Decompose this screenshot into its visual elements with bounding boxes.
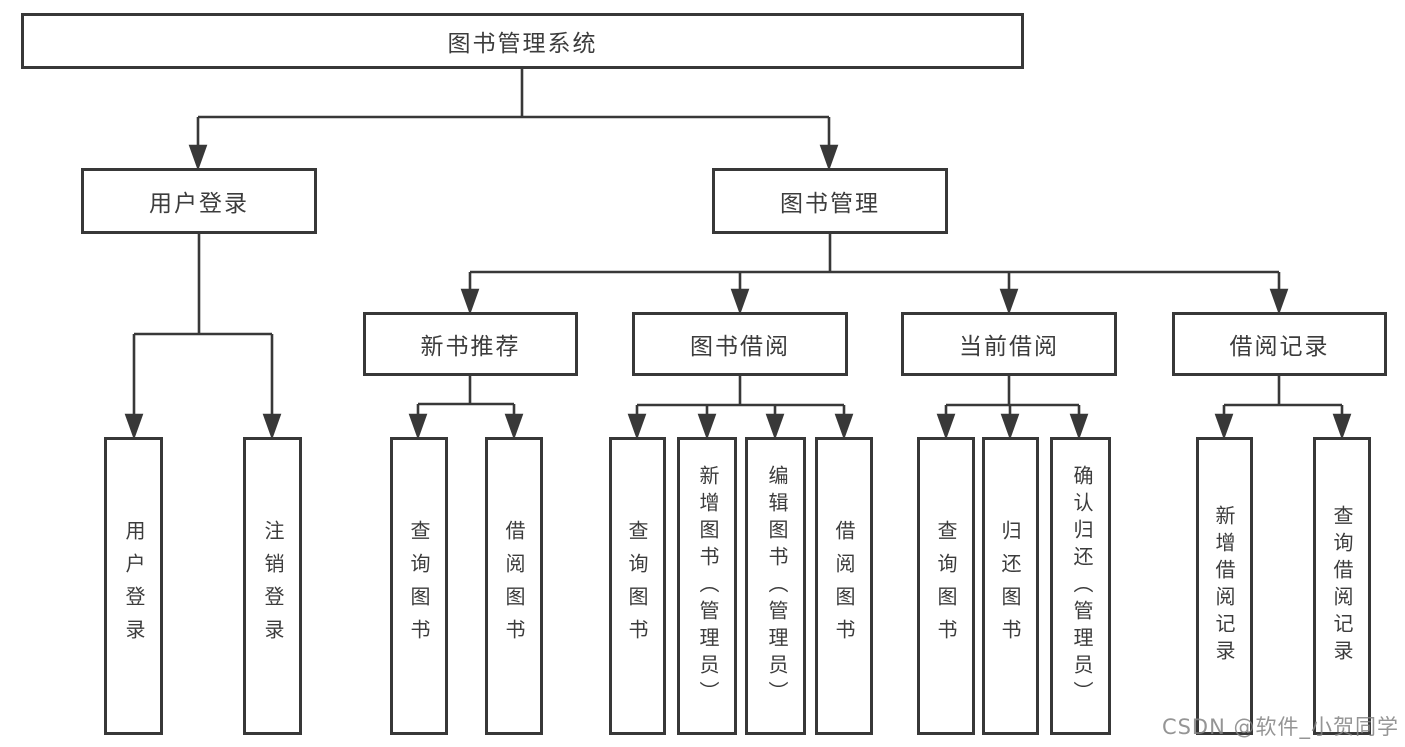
csdn-watermark: CSDN @软件_小贺同学 bbox=[1161, 715, 1399, 739]
leaf-query-books-1: 查询图书 bbox=[390, 437, 448, 735]
leaf-edit-book-admin: 编辑图书（管理员） bbox=[745, 437, 806, 735]
leaf-logout: 注销登录 bbox=[243, 437, 302, 735]
node-book-management: 图书管理 bbox=[712, 168, 948, 234]
leaf-borrow-books-1: 借阅图书 bbox=[485, 437, 543, 735]
node-borrowing-records: 借阅记录 bbox=[1172, 312, 1387, 376]
leaf-query-books-3: 查询图书 bbox=[917, 437, 975, 735]
node-new-book-recommend: 新书推荐 bbox=[363, 312, 578, 376]
leaf-user-login: 用户登录 bbox=[104, 437, 163, 735]
node-library-management-system: 图书管理系统 bbox=[21, 13, 1024, 69]
leaf-query-books-2: 查询图书 bbox=[609, 437, 666, 735]
node-user-login: 用户登录 bbox=[81, 168, 317, 234]
leaf-add-book-admin: 新增图书（管理员） bbox=[677, 437, 737, 735]
leaf-borrow-books-2: 借阅图书 bbox=[815, 437, 873, 735]
leaf-query-borrow-record: 查询借阅记录 bbox=[1313, 437, 1371, 735]
leaf-add-borrow-record: 新增借阅记录 bbox=[1196, 437, 1253, 735]
leaf-confirm-return-admin: 确认归还（管理员） bbox=[1050, 437, 1111, 735]
node-book-borrowing: 图书借阅 bbox=[632, 312, 848, 376]
leaf-return-book: 归还图书 bbox=[982, 437, 1039, 735]
node-current-borrowing: 当前借阅 bbox=[901, 312, 1117, 376]
